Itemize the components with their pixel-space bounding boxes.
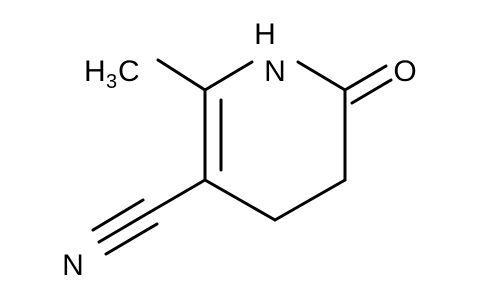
amine-h-label: H [254, 18, 276, 51]
methyl-label-subscript: 3 [106, 71, 117, 93]
methyl-label-c: C [118, 55, 140, 88]
bond-carbonyl-o-2 [350, 78, 393, 105]
carbonyl-o-label: O [393, 55, 416, 88]
bond-methyl-c [156, 58, 207, 92]
bond-n-carbonyl [296, 60, 347, 92]
bond-carbonyl-o-1 [343, 64, 388, 92]
bond-ch2-ch2 [273, 178, 347, 222]
methyl-label-h: H [84, 55, 106, 88]
nitrile-n-label: N [62, 249, 84, 282]
bond-c-n [203, 60, 254, 92]
bond-ch2-c3 [203, 178, 277, 222]
bond-nitrile-3 [104, 222, 159, 256]
bond-nitrile-2 [91, 198, 145, 232]
bond-c3-cn [148, 178, 207, 214]
bond-nitrile-1 [97, 210, 152, 244]
amine-n-label: N [264, 55, 286, 88]
